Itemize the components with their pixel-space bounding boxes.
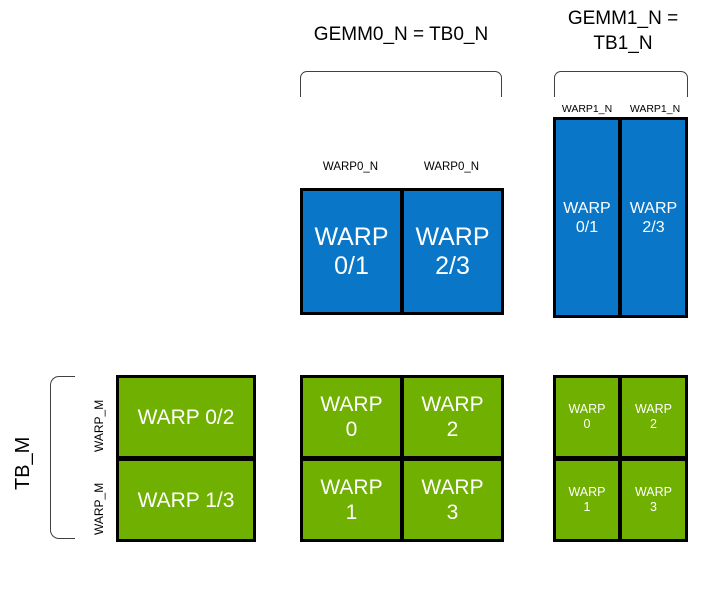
- green-cell-warp-1-right[interactable]: WARP 1: [553, 458, 621, 542]
- gemm0-bracket: [300, 71, 502, 97]
- blue-cell-warp-2-3-middle[interactable]: WARP 2/3: [401, 188, 504, 315]
- green-cell-warp-3-middle[interactable]: WARP 3: [401, 458, 504, 542]
- green-cell-warp-0-middle[interactable]: WARP 0: [300, 375, 403, 459]
- green-cell-warp-3-right[interactable]: WARP 3: [619, 458, 688, 542]
- warp-m-label-top: WARP_M: [92, 399, 106, 452]
- gemm1-title-line1: GEMM1_N =: [567, 8, 679, 29]
- green-cell-warp-0-2-left[interactable]: WARP 0/2: [116, 375, 256, 459]
- green-cell-warp-2-middle[interactable]: WARP 2: [401, 375, 504, 459]
- warp-m-label-bottom: WARP_M: [92, 482, 106, 535]
- warp0-n-label-left: WARP0_N: [322, 161, 379, 173]
- green-cell-warp-0-right[interactable]: WARP 0: [553, 375, 621, 459]
- warp1-n-label-left: WARP1_N: [561, 103, 613, 115]
- gemm1-title: GEMM1_N = TB1_N: [553, 6, 693, 56]
- green-cell-warp-1-middle[interactable]: WARP 1: [300, 458, 403, 542]
- gemm1-title-line2: TB1_N: [593, 33, 653, 54]
- blue-cell-warp-0-1-middle[interactable]: WARP 0/1: [300, 188, 403, 315]
- warp0-n-label-right: WARP0_N: [423, 161, 480, 173]
- tb-m-label: TB_M: [12, 436, 34, 490]
- warp1-n-label-right: WARP1_N: [629, 103, 681, 115]
- gemm1-bracket: [554, 71, 688, 97]
- green-cell-warp-1-3-left[interactable]: WARP 1/3: [116, 458, 256, 542]
- green-cell-warp-2-right[interactable]: WARP 2: [619, 375, 688, 459]
- blue-cell-warp-2-3-right[interactable]: WARP 2/3: [619, 117, 688, 318]
- blue-cell-warp-0-1-right[interactable]: WARP 0/1: [553, 117, 621, 318]
- gemm0-title: GEMM0_N = TB0_N: [313, 24, 489, 45]
- tb-m-bracket: [50, 376, 75, 539]
